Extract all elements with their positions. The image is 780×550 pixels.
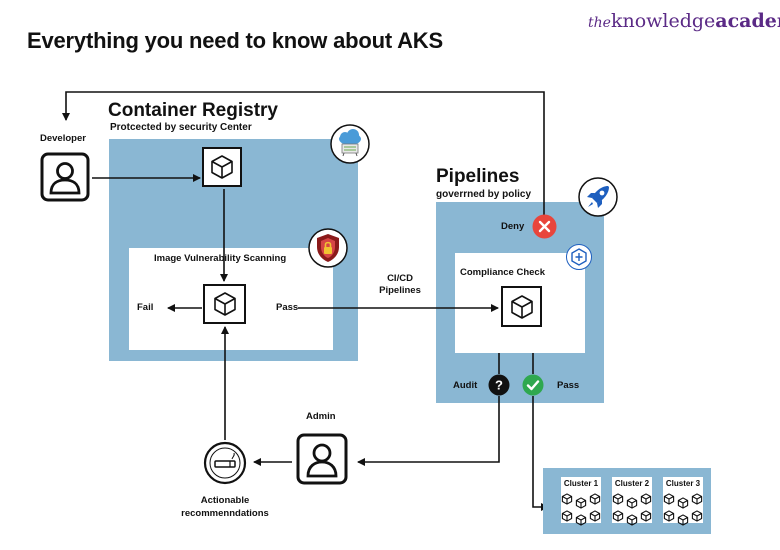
cluster-name: Cluster 3 — [665, 479, 701, 488]
policy-badge-icon — [566, 244, 592, 270]
cloud-server-icon — [330, 124, 370, 164]
node-cube-icon — [677, 496, 689, 509]
node-cube-icon — [626, 513, 638, 526]
node-cube-icon — [589, 509, 601, 522]
node-cube-icon — [626, 496, 638, 509]
compliance-cube-icon — [501, 286, 542, 327]
node-cube-icon — [575, 513, 587, 526]
pipelines-subtitle: goverrned by policy — [436, 189, 532, 200]
admin-user-icon — [296, 433, 348, 485]
developer-label: Developer — [40, 133, 86, 144]
page-title: Everything you need to know about AKS — [27, 28, 443, 53]
fail-label: Fail — [137, 302, 154, 313]
cicd-label: CI/CD Pipelines — [379, 273, 421, 296]
node-cube-icon — [640, 509, 652, 522]
node-cube-icon — [663, 509, 675, 522]
security-shield-icon — [308, 228, 348, 268]
node-cube-icon — [575, 496, 587, 509]
cluster-name: Cluster 2 — [614, 479, 650, 488]
cluster-card: Cluster 2 — [612, 477, 652, 526]
pass-check-icon — [522, 374, 544, 396]
audit-label: Audit — [453, 380, 478, 391]
developer-user-icon — [40, 152, 90, 202]
deny-label: Deny — [501, 221, 525, 232]
cluster-nodes-icon — [561, 492, 601, 526]
cluster-nodes-icon — [663, 492, 703, 526]
node-cube-icon — [677, 513, 689, 526]
recommendations-icon — [203, 441, 247, 485]
node-cube-icon — [612, 492, 624, 505]
admin-label: Admin — [306, 411, 336, 422]
cluster-name: Cluster 1 — [563, 479, 599, 488]
recommendations-label: Actionable recommenndations — [181, 495, 269, 519]
node-cube-icon — [640, 492, 652, 505]
node-cube-icon — [663, 492, 675, 505]
pipeline-pass-label: Pass — [557, 380, 580, 391]
scanning-label: Image Vulnerability Scanning — [154, 253, 287, 264]
cluster-card: Cluster 1 — [561, 477, 601, 526]
audit-question-icon: ? — [488, 374, 510, 396]
node-cube-icon — [612, 509, 624, 522]
brand-logo: theknowledgeacademy — [588, 10, 780, 32]
deny-x-icon — [532, 214, 557, 239]
registry-title: Container Registry — [108, 100, 278, 121]
rocket-icon — [578, 177, 618, 217]
scan-container-cube-icon — [203, 284, 246, 324]
registry-container-cube-icon — [202, 147, 242, 187]
node-cube-icon — [561, 492, 573, 505]
node-cube-icon — [691, 492, 703, 505]
node-cube-icon — [691, 509, 703, 522]
node-cube-icon — [561, 509, 573, 522]
node-cube-icon — [589, 492, 601, 505]
cluster-nodes-icon — [612, 492, 652, 526]
compliance-label: Compliance Check — [460, 267, 545, 278]
scan-pass-label: Pass — [276, 302, 299, 313]
cluster-card: Cluster 3 — [663, 477, 703, 526]
registry-subtitle: Protcected by security Center — [110, 122, 252, 133]
pipelines-title: Pipelines — [436, 166, 520, 187]
svg-text:?: ? — [495, 378, 503, 393]
